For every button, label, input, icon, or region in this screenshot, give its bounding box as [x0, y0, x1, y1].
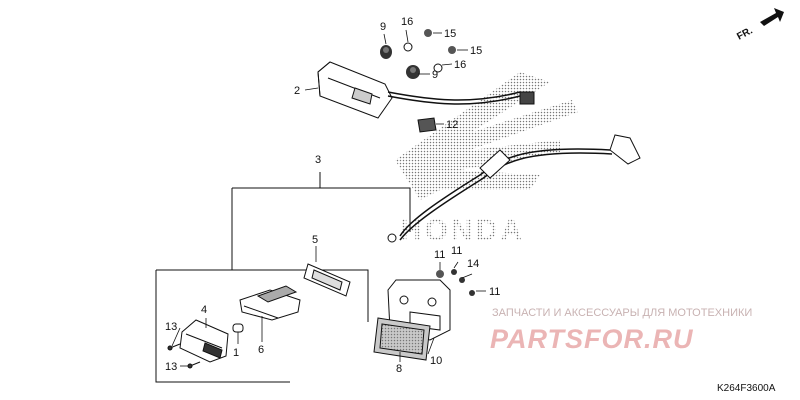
wire-clip: [417, 117, 437, 133]
leader-lines: [171, 29, 486, 367]
label-part-4: 4: [201, 304, 207, 316]
label-part-9-upper: 9: [380, 21, 386, 33]
honda-wordmark: HONDA: [400, 214, 525, 247]
group-bracket-3: [155, 172, 411, 383]
label-part-16-lower: 16: [454, 59, 466, 71]
screw-13: [167, 343, 201, 369]
label-part-5: 5: [312, 234, 318, 246]
label-part-15-lower: 15: [470, 45, 482, 57]
reflector: [373, 317, 431, 361]
label-part-13-lower: 13: [165, 361, 177, 373]
front-direction-arrow-icon: FR.: [735, 8, 784, 43]
label-part-15-upper: 15: [444, 28, 456, 40]
label-part-11-right: 11: [489, 286, 500, 298]
label-part-6: 6: [258, 344, 264, 356]
license-light-gasket: [303, 263, 351, 297]
label-part-14: 14: [467, 258, 479, 270]
label-part-2: 2: [294, 85, 300, 97]
license-light-lens: [179, 319, 229, 363]
label-part-9-lower: 9: [432, 69, 438, 81]
small-nuts-right: [436, 269, 475, 296]
label-part-10: 10: [430, 355, 442, 367]
label-part-16-upper: 16: [401, 16, 413, 28]
watermark-tagline: ЗАПЧАСТИ И АКСЕССУАРЫ ДЛЯ МОТОТЕХНИКИ: [492, 307, 752, 319]
direction-label: FR.: [735, 25, 755, 42]
diagram-code: K264F3600A: [717, 383, 776, 394]
label-part-13-upper: 13: [165, 321, 177, 333]
license-light-harness: [387, 134, 641, 243]
honda-wing-logo: HONDA: [395, 72, 578, 247]
label-part-1: 1: [233, 347, 239, 359]
label-part-3: 3: [315, 154, 321, 166]
tail-light-assembly: [317, 61, 535, 119]
bulb: [232, 323, 244, 333]
license-light-base: [239, 285, 301, 321]
label-part-12: 12: [446, 119, 458, 131]
label-part-11-upper-left: 11: [434, 249, 445, 261]
watermark-site: PARTSFOR.RU: [490, 324, 694, 354]
grommet-upper: [380, 29, 456, 79]
label-part-11-upper-right: 11: [451, 245, 462, 257]
label-part-8: 8: [396, 363, 402, 375]
